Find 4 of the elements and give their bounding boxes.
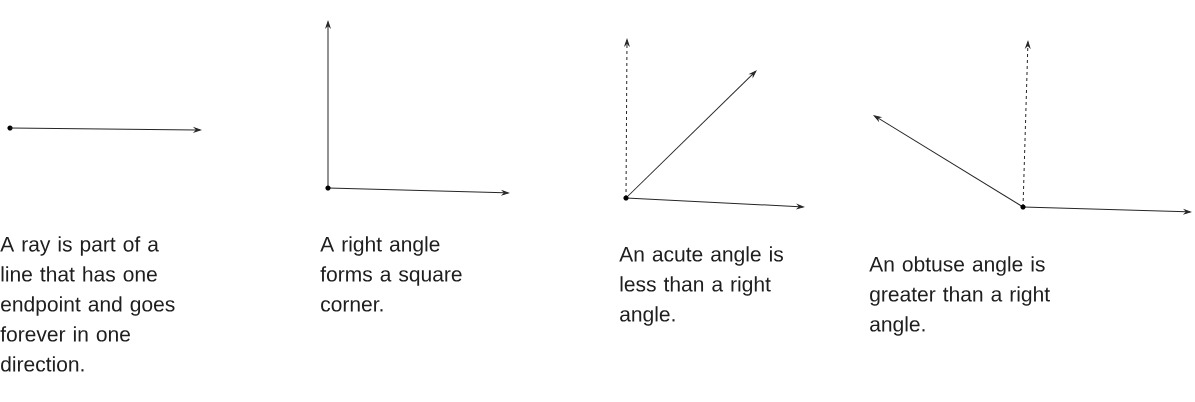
caption-text: A right angle forms a square corner.: [320, 236, 462, 312]
caption-text: An obtuse angle is greater than a right angle.: [869, 256, 1050, 336]
caption-text: A ray is part of a line that has one endpoint and goes forever in one direction.: [0, 236, 175, 372]
caption-text: An acute angle is less than a right angle.: [619, 246, 783, 326]
